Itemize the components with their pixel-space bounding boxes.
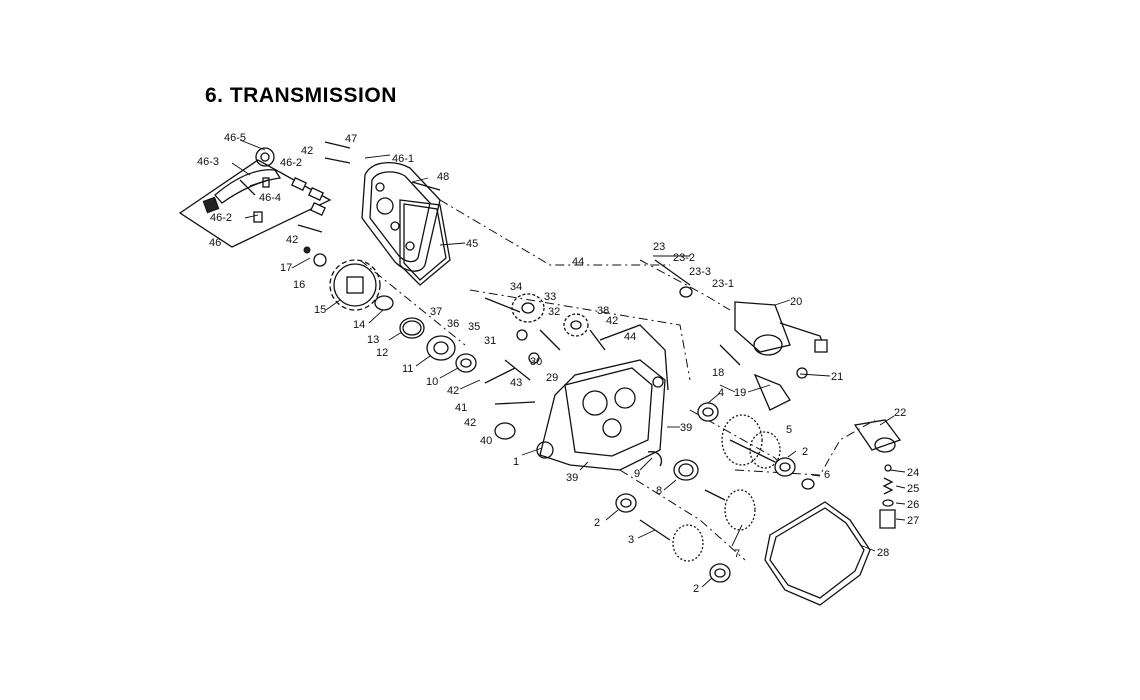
callout-11: 11 (402, 363, 413, 375)
callout-23-3: 23-3 (689, 266, 711, 278)
callout-30: 30 (530, 356, 542, 368)
callout-34: 34 (510, 281, 522, 293)
callout-39: 39 (566, 472, 578, 484)
callout-42: 42 (464, 417, 476, 429)
case-gasket (764, 501, 871, 606)
callout-48: 48 (437, 171, 449, 183)
callout-44: 44 (572, 256, 584, 268)
callout-2: 2 (693, 583, 699, 595)
callout-13: 13 (367, 334, 379, 346)
callout-46-4: 46-4 (259, 192, 281, 204)
callout-42: 42 (286, 234, 298, 246)
callout-23-1: 23-1 (712, 278, 734, 290)
cover-gasket (399, 199, 451, 286)
callout-21: 21 (831, 371, 843, 383)
callout-41: 41 (455, 402, 467, 414)
callout-31: 31 (484, 335, 496, 347)
callout-labels: 46-5 47 42 46-1 46-3 46-2 48 46-4 46-2 4… (197, 132, 919, 595)
callout-10: 10 (426, 376, 438, 388)
callout-42: 42 (447, 385, 459, 397)
callout-19: 19 (734, 387, 746, 399)
countershaft-gears (697, 402, 815, 490)
callout-43: 43 (510, 377, 522, 389)
idler-gears (484, 293, 606, 440)
callout-7: 7 (734, 548, 740, 560)
callout-23: 23 (653, 241, 665, 253)
callout-2: 2 (594, 517, 600, 529)
callout-26: 26 (907, 499, 919, 511)
callout-14: 14 (353, 319, 365, 331)
callout-25: 25 (907, 483, 919, 495)
callout-16: 16 (293, 279, 305, 291)
callout-8: 8 (656, 485, 662, 497)
shift-motor (654, 259, 828, 411)
callout-38: 38 (597, 305, 609, 317)
callout-9: 9 (634, 468, 640, 480)
callout-17: 17 (280, 262, 292, 274)
callout-22: 22 (894, 407, 906, 419)
gear-position-sensor (853, 419, 902, 529)
callout-2: 2 (802, 446, 808, 458)
callout-32: 32 (548, 306, 560, 318)
callout-37: 37 (430, 306, 442, 318)
drive-sprocket (303, 246, 381, 311)
callout-39: 39 (680, 422, 692, 434)
callout-3: 3 (628, 534, 634, 546)
callout-12: 12 (376, 347, 388, 359)
callout-36: 36 (447, 318, 459, 330)
callout-42: 42 (606, 315, 618, 327)
callout-1: 1 (513, 456, 519, 468)
callout-28: 28 (877, 547, 889, 559)
callout-46-1: 46-1 (392, 153, 414, 165)
callout-5: 5 (786, 424, 792, 436)
side-cover (361, 162, 441, 272)
leader-lines (179, 139, 906, 588)
callout-15: 15 (314, 304, 326, 316)
callout-44: 44 (624, 331, 636, 343)
callout-35: 35 (468, 321, 480, 333)
callout-23-2: 23-2 (673, 252, 695, 264)
callout-6: 6 (824, 469, 830, 481)
callout-40: 40 (480, 435, 492, 447)
callout-46-3: 46-3 (197, 156, 219, 168)
callout-33: 33 (544, 291, 556, 303)
page-title: 6. TRANSMISSION (205, 84, 397, 107)
callout-46-2: 46-2 (280, 157, 302, 169)
callout-20: 20 (790, 296, 802, 308)
callout-42: 42 (301, 145, 313, 157)
callout-18: 18 (712, 367, 724, 379)
callout-24: 24 (907, 467, 919, 479)
callout-46: 46 (209, 237, 221, 249)
callout-29: 29 (546, 372, 558, 384)
callout-27: 27 (907, 515, 919, 527)
callout-46-5: 46-5 (224, 132, 246, 144)
callout-4: 4 (718, 387, 724, 399)
output-shaft-bearings (374, 295, 477, 373)
callout-46-2: 46-2 (210, 212, 232, 224)
callout-45: 45 (466, 238, 478, 250)
callout-47: 47 (345, 133, 357, 145)
cover-bolts (291, 141, 441, 233)
